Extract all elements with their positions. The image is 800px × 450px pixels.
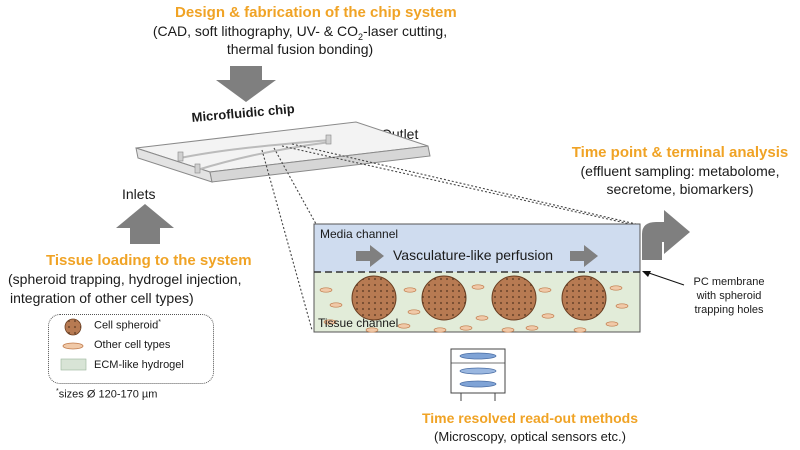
design-line1: (CAD, soft lithography, UV- & CO2-laser …: [130, 23, 470, 42]
tissue-loading-line2: integration of other cell types): [10, 290, 194, 306]
microscope-icon: [450, 348, 506, 401]
legend-othercell-symbol: [62, 342, 84, 350]
other-cells: [319, 284, 629, 333]
membrane-pointer-head: [642, 271, 651, 277]
tissue-loading-line1: (spheroid trapping, hydrogel injection,: [8, 271, 242, 287]
design-title: Design & fabrication of the chip system: [175, 4, 457, 21]
curved-arrow: [642, 210, 690, 260]
tissue-channel-label: Tissue channel: [318, 316, 399, 330]
tissue-loading-title: Tissue loading to the system: [46, 252, 252, 269]
perfusion-label: Vasculature-like perfusion: [393, 247, 554, 263]
membrane-line2: with spheroid: [696, 290, 762, 302]
design-subscript: 2: [358, 31, 364, 42]
membrane-line3: trapping holes: [694, 304, 764, 316]
legend-hydrogel-label: ECM-like hydrogel: [94, 359, 184, 371]
legend-spheroid-mark: *: [158, 319, 161, 326]
microfluidic-chip: [135, 121, 431, 183]
legend-othercells-label: Other cell types: [94, 339, 171, 351]
legend-spheroid-text: Cell spheroid: [94, 319, 159, 332]
readout-line1: (Microscopy, optical sensors etc.): [434, 429, 626, 444]
design-line1-text: (CAD, soft lithography, UV- & CO: [152, 23, 359, 39]
legend-footnote-text: sizes Ø 120-170 µm: [58, 388, 158, 401]
analysis-line1: (effluent sampling: metabolome,: [580, 163, 780, 179]
legend-footnote: *sizes Ø 120-170 µm: [56, 388, 157, 401]
legend-spheroid-symbol: [64, 318, 82, 336]
membrane-pointer: [645, 271, 685, 286]
perfusion-arrow-left: [356, 245, 384, 267]
down-arrow: [216, 66, 276, 102]
membrane-line1: PC membrane: [693, 276, 765, 288]
readout-title: Time resolved read-out methods: [421, 410, 638, 426]
inlets-label: Inlets: [122, 186, 156, 202]
zoom-lines: [261, 143, 637, 331]
legend-box: [48, 314, 214, 384]
legend-footnote-mark: *: [56, 388, 59, 395]
analysis-line2: secretome, biomarkers): [606, 181, 754, 197]
design-line1-end: -laser cutting,: [363, 23, 448, 39]
spheroids: [351, 275, 607, 321]
design-line2: thermal fusion bonding): [226, 41, 374, 57]
up-arrow: [116, 204, 174, 244]
perfusion-arrow-right: [570, 245, 598, 267]
analysis-title: Time point & terminal analysis: [571, 144, 789, 161]
legend-spheroid-label: Cell spheroid*: [94, 319, 161, 332]
legend-hydrogel-symbol: [60, 358, 87, 371]
media-channel-label: Media channel: [320, 227, 399, 241]
